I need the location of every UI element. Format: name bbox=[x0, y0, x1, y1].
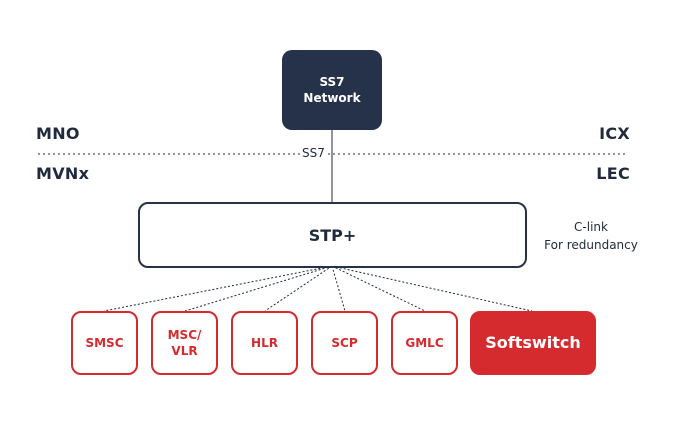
node-scp-label: SCP bbox=[331, 336, 358, 350]
node-msc-vlr-label: MSC/ VLR bbox=[167, 328, 202, 358]
ss7-link-label: SS7 bbox=[300, 146, 327, 160]
ss7-network-line1: SS7 bbox=[319, 75, 345, 89]
region-label-icx: ICX bbox=[599, 124, 630, 143]
node-softswitch-label: Softswitch bbox=[485, 333, 581, 352]
node-smsc: SMSC bbox=[71, 311, 138, 375]
fan-line-scp bbox=[331, 265, 346, 312]
clink-line2: For redundancy bbox=[544, 238, 638, 252]
fan-line-softswitch bbox=[331, 265, 533, 312]
fan-line-msc-vlr bbox=[184, 265, 333, 312]
node-scp: SCP bbox=[311, 311, 378, 375]
node-hlr-label: HLR bbox=[251, 336, 278, 350]
stp-plus-node: STP+ bbox=[138, 202, 527, 268]
region-label-mno: MNO bbox=[36, 124, 80, 143]
node-hlr: HLR bbox=[231, 311, 298, 375]
clink-note: C-link For redundancy bbox=[536, 218, 646, 254]
node-gmlc: GMLC bbox=[391, 311, 458, 375]
node-smsc-label: SMSC bbox=[85, 336, 124, 350]
fan-line-smsc bbox=[103, 265, 333, 312]
node-gmlc-label: GMLC bbox=[405, 336, 444, 350]
region-label-mvnx: MVNx bbox=[36, 164, 90, 183]
fan-line-gmlc bbox=[331, 265, 426, 312]
fan-line-hlr bbox=[264, 265, 333, 312]
region-label-lec: LEC bbox=[596, 164, 630, 183]
stp-plus-label: STP+ bbox=[308, 225, 357, 245]
node-softswitch: Softswitch bbox=[470, 311, 596, 375]
ss7-network-line2: Network bbox=[303, 91, 361, 105]
clink-line1: C-link bbox=[574, 220, 608, 234]
node-msc-vlr: MSC/ VLR bbox=[151, 311, 218, 375]
ss7-network-node: SS7 Network bbox=[282, 50, 382, 130]
